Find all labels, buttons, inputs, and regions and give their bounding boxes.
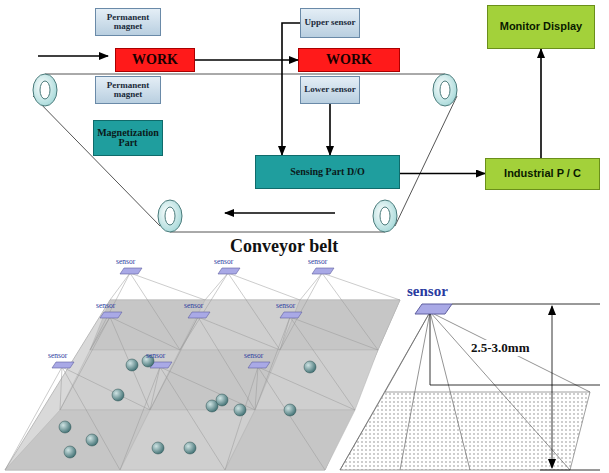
sensing-ray [62, 367, 120, 470]
sensing-ray [120, 367, 160, 470]
magnetized-ball [59, 421, 71, 433]
sensing-ray [258, 367, 325, 470]
sensor-box: Upper sensor [300, 8, 360, 38]
sensing-ray [290, 317, 355, 410]
sensing-ray [90, 273, 130, 350]
sensor-label: sensor [244, 351, 263, 360]
sensor-label: sensor [308, 257, 327, 266]
sensing-ray [160, 367, 225, 470]
sensor-label: sensor [184, 301, 203, 310]
sensor-label: sensor [407, 283, 448, 300]
sensing-ray [280, 273, 322, 350]
box-text: Permanent magnet [96, 13, 160, 32]
sensing-ray [198, 317, 280, 350]
sensor-chip [52, 362, 74, 368]
sensing-ray [228, 273, 300, 300]
sensing-ray [130, 273, 205, 300]
signal-arrow [400, 173, 485, 175]
sensor-chip [100, 312, 122, 318]
sensing-ray [62, 367, 150, 410]
sensor-chip [188, 312, 210, 318]
process-box: Magnetization Part [93, 120, 163, 156]
sensing-ray [258, 367, 355, 410]
sensing-ray [280, 317, 290, 350]
box-text: Upper sensor [304, 18, 355, 27]
sensing-ray [290, 317, 378, 350]
sensing-ray [300, 273, 322, 300]
process-box: Industrial P / C [485, 158, 600, 190]
sensing-ray [228, 273, 280, 350]
sensing-ray [110, 317, 180, 350]
box-text: Magnetization Part [94, 128, 162, 149]
box-text: WORK [132, 53, 178, 68]
sensor-chip [218, 268, 240, 274]
box-text: Monitor Display [500, 21, 583, 33]
signal-arrow [329, 104, 331, 155]
sensor-label: sensor [48, 351, 67, 360]
feed-arrow [38, 55, 108, 57]
sensing-ray [322, 273, 400, 300]
sensing-ray [150, 317, 198, 410]
box-text: Industrial P / C [504, 168, 581, 180]
sensor-array [5, 268, 400, 470]
box-text: Permanent magnet [96, 81, 160, 100]
magnetized-ball [152, 442, 164, 454]
sensing-ray [5, 367, 62, 470]
work-piece: WORK [298, 48, 400, 72]
sensor-chip [120, 268, 142, 274]
sensing-cell [255, 350, 378, 410]
sensing-ray [205, 273, 228, 300]
magnetized-ball [64, 446, 76, 458]
sensor-chip [280, 312, 302, 318]
dimension-label: 2.5-3.0mm [470, 340, 531, 356]
sensing-ray [198, 317, 255, 410]
magnetized-ball [184, 442, 196, 454]
caption-label: Conveyor belt [230, 236, 338, 257]
magnetized-ball [86, 434, 98, 446]
magnetized-ball [304, 361, 316, 373]
magnetized-ball [284, 404, 296, 416]
sensor-label: sensor [116, 257, 135, 266]
box-text: Lower sensor [304, 85, 356, 94]
sensing-ray [255, 367, 258, 410]
sensor-label: sensor [96, 301, 115, 310]
signal-arrow [282, 23, 300, 155]
sensor-label: sensor [276, 301, 295, 310]
sensing-ray [60, 367, 62, 410]
sensing-cell [225, 410, 355, 470]
sensor-box: Lower sensor [300, 76, 360, 104]
display-box: Monitor Display [487, 5, 595, 49]
sensing-cell [280, 300, 400, 350]
magnetized-ball [126, 359, 138, 371]
sensing-ray [110, 273, 130, 300]
signal-arrow [540, 49, 542, 158]
magnet-box: Permanent magnet [95, 76, 161, 104]
magnetized-ball [234, 404, 246, 416]
process-box: Sensing Part D/O [255, 155, 400, 189]
return-arrow [225, 212, 335, 214]
sensing-ray [322, 273, 378, 350]
belt-roller [33, 74, 457, 232]
work-piece: WORK [115, 48, 195, 72]
sensor-label: sensor [146, 351, 165, 360]
sensing-cell [180, 300, 300, 350]
magnetized-ball [216, 394, 228, 406]
sensor-detail [340, 304, 600, 470]
magnetized-ball [112, 389, 124, 401]
sensor-label: sensor [214, 257, 233, 266]
sensor-chip [248, 362, 270, 368]
sensor-chip [312, 268, 334, 274]
magnet-box: Permanent magnet [95, 8, 161, 36]
conveyor-belt [33, 74, 457, 232]
box-text: Sensing Part D/O [290, 167, 364, 178]
sensing-ray [225, 367, 258, 470]
sensing-plane [5, 300, 400, 470]
sensing-ray [90, 317, 110, 350]
box-text: WORK [326, 53, 372, 68]
